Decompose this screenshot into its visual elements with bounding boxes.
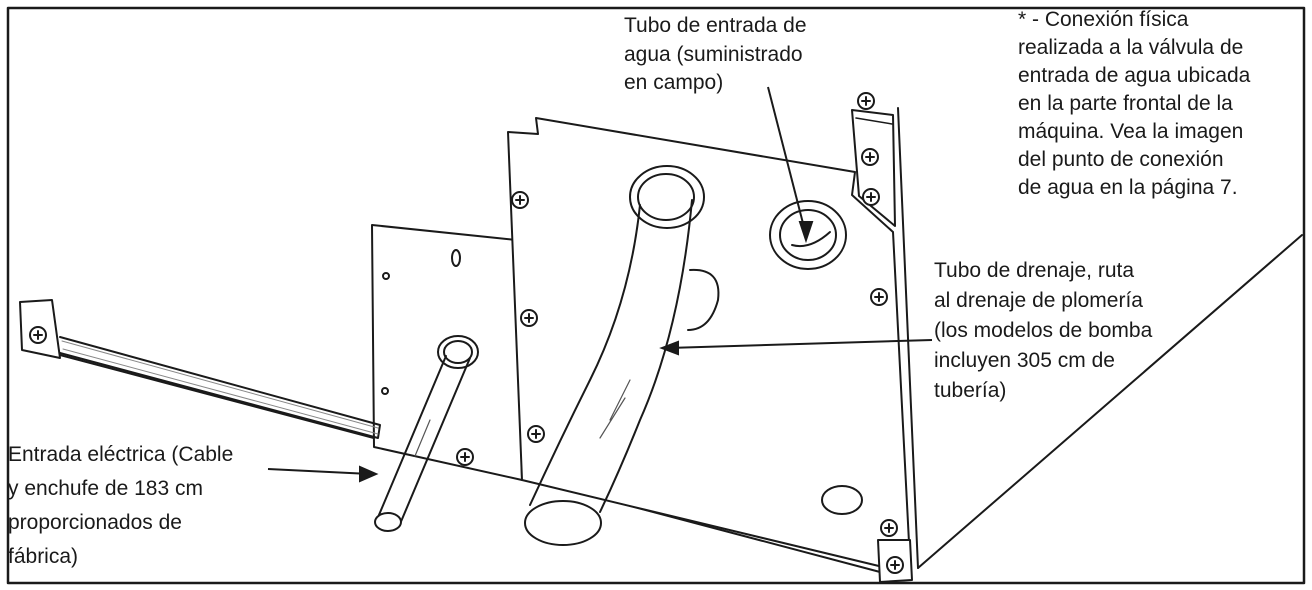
label-line: fábrica) bbox=[8, 545, 79, 568]
drain-hose bbox=[524, 165, 705, 546]
label-line: al drenaje de plomería bbox=[934, 289, 1143, 312]
label-line: realizada a la válvula de bbox=[1018, 36, 1244, 59]
label-drain: Tubo de drenaje, ruta al drenaje de plom… bbox=[934, 256, 1152, 406]
screws bbox=[456, 92, 904, 574]
floor-hole bbox=[821, 485, 863, 515]
label-line: y enchufe de 183 cm bbox=[8, 477, 203, 500]
label-line: * - Conexión física bbox=[1018, 8, 1189, 31]
support-bar bbox=[59, 336, 381, 439]
left-panel-hole-2 bbox=[381, 387, 389, 395]
label-line: entrada de agua ubicada bbox=[1018, 64, 1251, 87]
label-line: del punto de conexión bbox=[1018, 148, 1224, 171]
label-line: máquina. Vea la imagen bbox=[1018, 120, 1244, 143]
electrical-cable bbox=[374, 335, 479, 532]
left-panel-slot bbox=[451, 249, 461, 267]
label-line: en la parte frontal de la bbox=[1018, 92, 1233, 115]
cabinet-corner bbox=[897, 107, 919, 569]
label-water-inlet: Tubo de entrada de agua (suministrado en… bbox=[624, 12, 807, 98]
label-line: (los modelos de bomba bbox=[934, 319, 1153, 342]
panel-opening bbox=[687, 268, 720, 331]
label-line: en campo) bbox=[624, 71, 724, 94]
label-connection-note: * - Conexión física realizada a la válvu… bbox=[1018, 6, 1250, 202]
left-panel-hole-1 bbox=[382, 272, 390, 280]
label-line: agua (suministrado bbox=[624, 42, 803, 66]
label-line: Tubo de entrada de bbox=[624, 14, 807, 37]
leader-arrows bbox=[267, 86, 933, 483]
label-line: Entrada eléctrica (Cable bbox=[8, 443, 234, 466]
label-line: tubería) bbox=[934, 379, 1007, 402]
label-electrical: Entrada eléctrica (Cable y enchufe de 18… bbox=[8, 438, 233, 574]
label-line: incluyen 305 cm de bbox=[934, 349, 1115, 372]
diagram-border bbox=[6, 6, 1306, 585]
cabinet-right-edge bbox=[917, 234, 1303, 569]
label-line: Tubo de drenaje, ruta bbox=[934, 259, 1135, 282]
label-line: de agua en la página 7. bbox=[1018, 176, 1238, 199]
label-line: proporcionados de bbox=[8, 511, 182, 534]
